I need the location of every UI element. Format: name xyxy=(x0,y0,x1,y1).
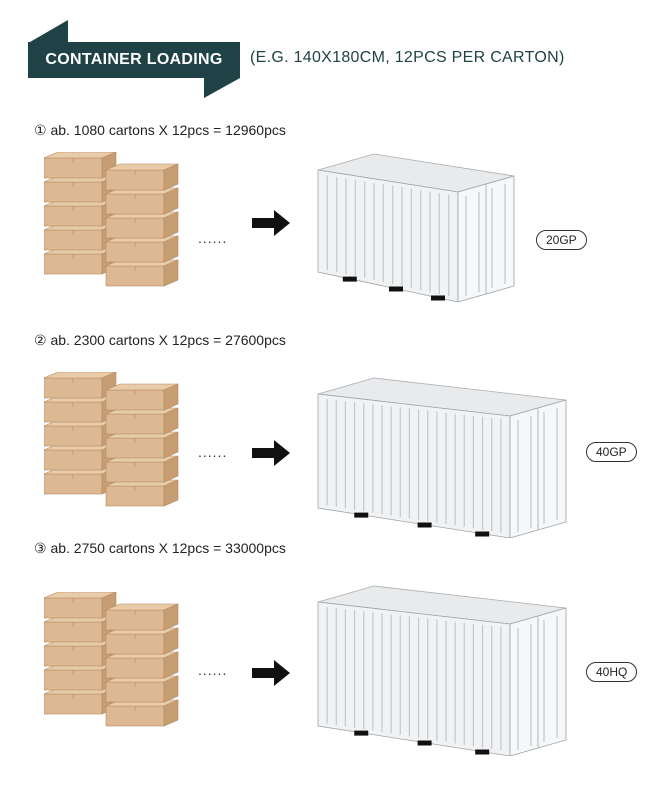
arrow-right-icon xyxy=(252,660,290,686)
banner-flag-bottom xyxy=(204,78,240,98)
carton-stack-icon xyxy=(44,372,179,507)
loading-row-40hq: ③ ab. 2750 cartons X 12pcs = 33000pcs ..… xyxy=(0,540,668,756)
row-label: ② ab. 2300 cartons X 12pcs = 27600pcs xyxy=(34,332,286,348)
arrow-right-icon xyxy=(252,440,290,466)
ellipsis: ...... xyxy=(198,230,228,246)
header-banner: CONTAINER LOADING (E.G. 140X180CM, 12PCS… xyxy=(28,20,588,100)
shipping-container-icon xyxy=(317,153,515,302)
ellipsis: ...... xyxy=(198,444,228,460)
loading-row-40gp: ② ab. 2300 cartons X 12pcs = 27600pcs ..… xyxy=(0,332,668,542)
arrow-right-icon xyxy=(252,210,290,236)
carton-stack-icon xyxy=(44,592,179,727)
shipping-container-icon xyxy=(317,585,567,756)
container-type-badge: 20GP xyxy=(536,230,587,250)
banner-flag-top xyxy=(30,20,68,42)
page-subtitle: (E.G. 140X180CM, 12PCS PER CARTON) xyxy=(250,49,565,66)
ellipsis: ...... xyxy=(198,662,228,678)
carton-stack-icon xyxy=(44,152,179,287)
row-label: ① ab. 1080 cartons X 12pcs = 12960pcs xyxy=(34,122,286,138)
container-type-badge: 40GP xyxy=(586,442,637,462)
shipping-container-icon xyxy=(317,377,567,538)
container-type-badge: 40HQ xyxy=(586,662,638,682)
row-label: ③ ab. 2750 cartons X 12pcs = 33000pcs xyxy=(34,540,286,556)
loading-row-20gp: ① ab. 1080 cartons X 12pcs = 12960pcs ..… xyxy=(0,122,668,332)
page-title: CONTAINER LOADING xyxy=(28,42,240,78)
